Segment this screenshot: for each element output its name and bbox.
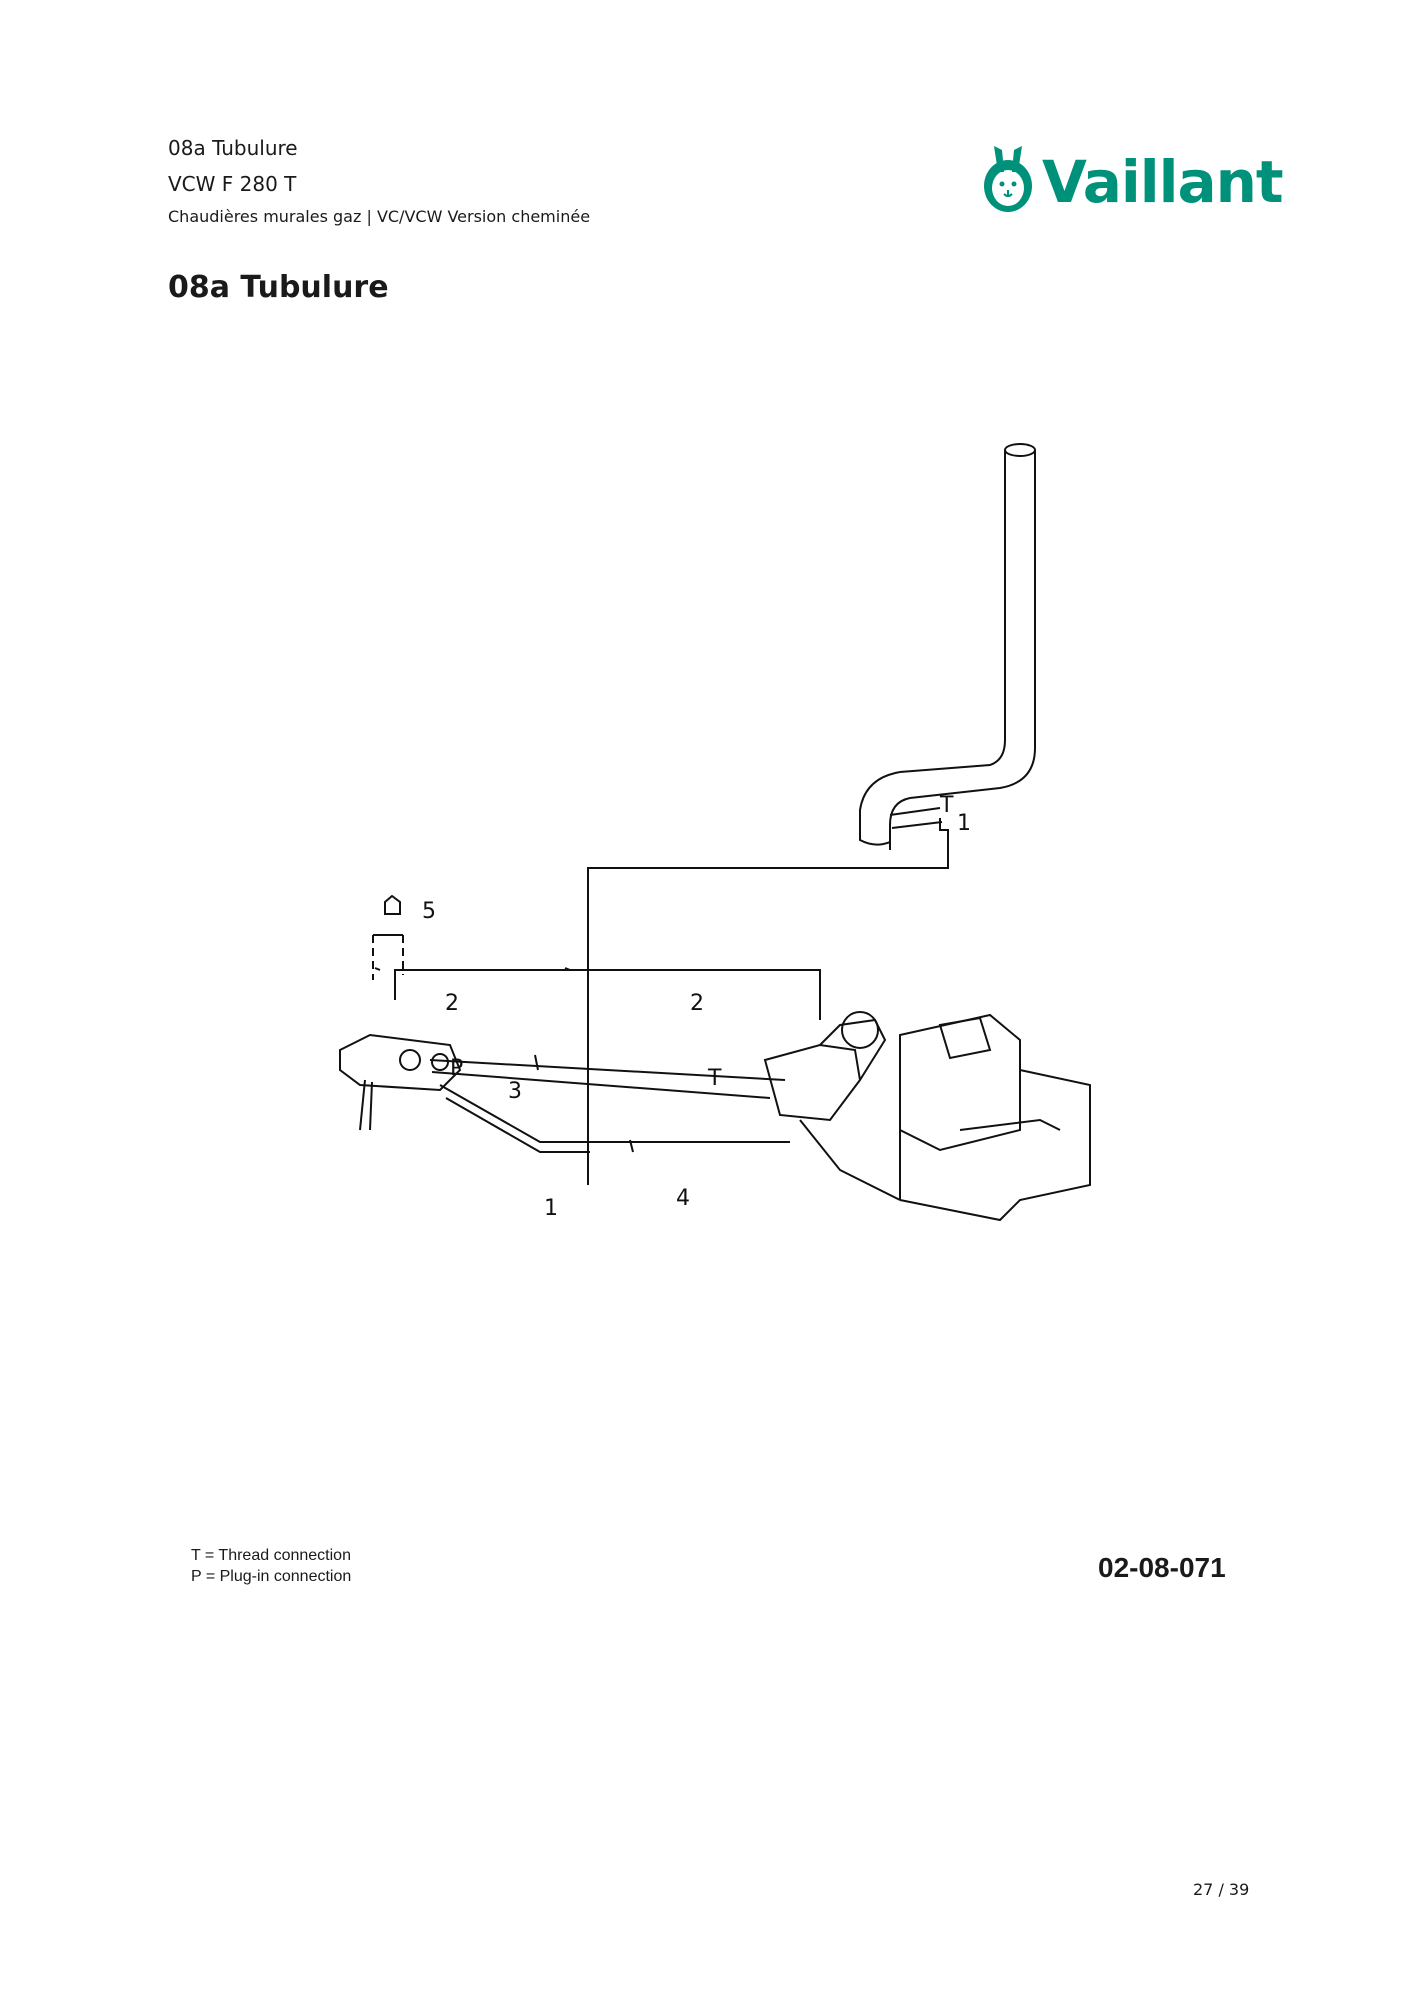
vaillant-logo: Vaillant [980, 142, 1284, 222]
label-4: 4 [676, 1186, 690, 1211]
legend-thread: T = Thread connection [191, 1547, 351, 1564]
drawing-code: 02-08-071 [1098, 1552, 1226, 1583]
brand-name: Vaillant [1042, 148, 1284, 216]
label-p: P [450, 1056, 463, 1081]
label-2-right: 2 [690, 991, 704, 1016]
legend: T = Thread connection P = Plug-in connec… [191, 1545, 351, 1587]
label-1-bottom: 1 [544, 1196, 558, 1221]
label-3: 3 [508, 1079, 522, 1104]
hare-icon [984, 146, 1032, 212]
header-model: VCW F 280 T [168, 172, 297, 196]
label-t-top: T [939, 793, 954, 818]
label-t-mid: T [707, 1066, 722, 1091]
header-category: Chaudières murales gaz | VC/VCW Version … [168, 207, 591, 226]
legend-plug-in: P = Plug-in connection [191, 1568, 352, 1585]
page-title: 08a Tubulure [168, 270, 389, 305]
label-2-left: 2 [445, 991, 459, 1016]
piping-diagram: 1 T 5 2 2 P T 3 4 1 [339, 443, 1091, 1222]
page-number: 27 / 39 [1193, 1880, 1250, 1899]
label-5: 5 [422, 899, 436, 924]
label-1-top: 1 [957, 811, 971, 836]
header-section-title: 08a Tubulure [168, 136, 298, 160]
